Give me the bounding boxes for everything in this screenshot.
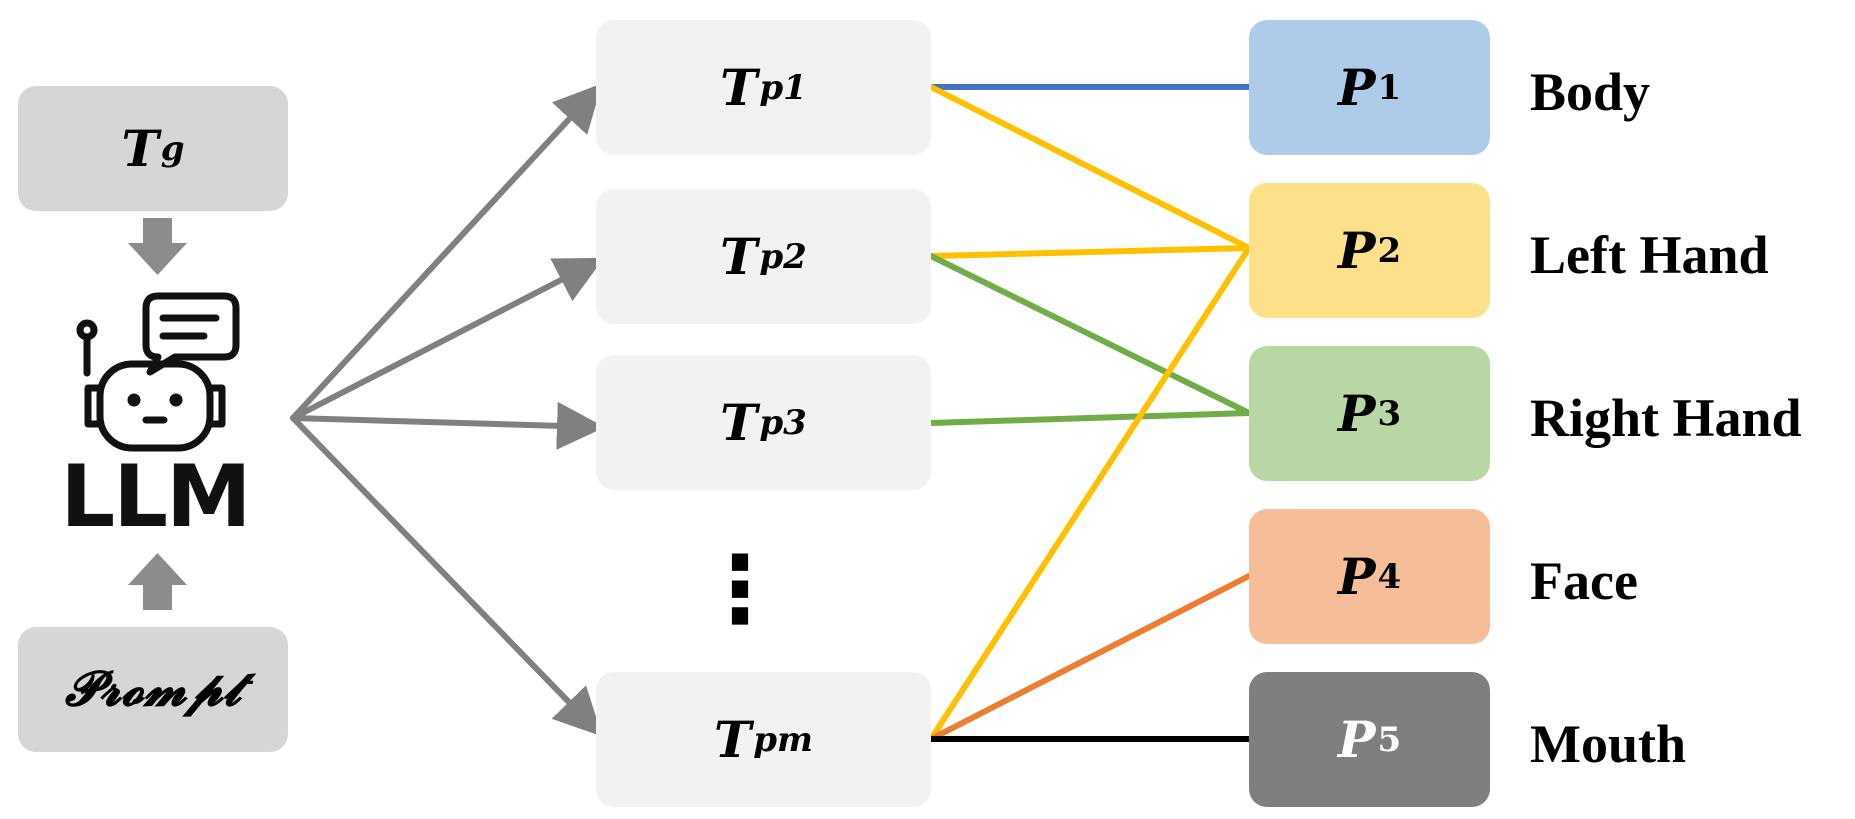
part-text-symbol: T [720,392,758,452]
part-symbol: P [1337,546,1376,606]
part-subscript: 3 [1377,393,1402,434]
part-text-symbol: T [720,57,758,117]
line-tpm-p2 [928,245,1252,742]
part-label-body: Body [1530,62,1651,122]
prompt-box: 𝓟𝓻𝓸𝓶𝓹𝓽 [18,627,288,752]
part-text-subscript: p1 [759,67,807,108]
part-label-left-hand: Left Hand [1530,225,1769,285]
line-tp2-p3 [928,253,1252,416]
part-subscript: 5 [1377,719,1402,760]
down-arrow-icon [128,218,187,275]
global-text-symbol: T [121,118,159,178]
part-subscript: 2 [1377,230,1402,271]
prompt-text: 𝓟𝓻𝓸𝓶𝓹𝓽 [64,661,242,717]
part-subscript: 1 [1377,67,1402,108]
arrow-to-tpm [290,415,603,737]
arrow-to-tp3 [290,401,605,450]
arrow-to-tp1 [290,83,603,421]
part-text-subscript: pm [753,719,813,760]
llm-label: LLM [60,447,251,547]
part-label-mouth: Mouth [1530,714,1687,774]
line-tp3-p3 [928,410,1252,426]
line-tpm-p4 [928,573,1252,742]
part-label-right-hand: Right Hand [1530,388,1802,448]
part-symbol: P [1337,383,1376,443]
part-symbol: P [1337,57,1376,117]
part-text-symbol: T [720,226,758,286]
part-text-symbol: T [714,709,752,769]
part-label-face: Face [1530,551,1638,611]
part-text-subscript: p3 [759,402,807,443]
part-symbol: P [1337,220,1376,280]
line-tp2-p2 [928,245,1252,259]
global-text-subscript: g [160,128,185,169]
part-text-subscript: p2 [759,236,807,277]
up-arrow-icon [128,553,187,610]
robot-chat-icon [76,292,240,452]
line-tp1-p2 [928,84,1252,251]
part-symbol: P [1337,709,1376,769]
part-subscript: 4 [1377,556,1402,597]
arrow-to-tp2 [290,257,605,421]
vertical-ellipsis: ⋮ [694,536,786,643]
